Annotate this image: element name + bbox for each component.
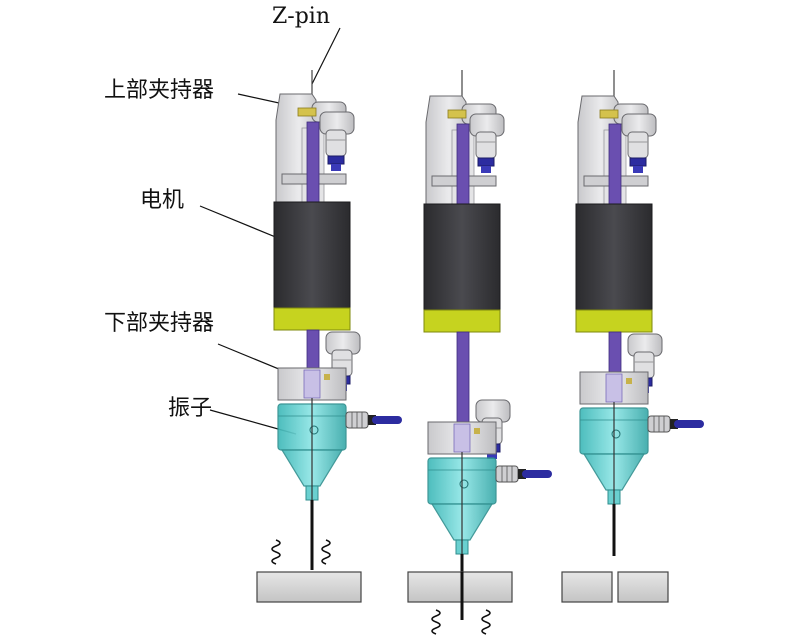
unit-2-spring-2 <box>481 609 491 635</box>
unit-1-workpiece-block <box>256 571 362 603</box>
unit-2-upper-rod <box>456 123 470 207</box>
unit-3-workpiece <box>561 571 669 603</box>
unit-3-lower-rod <box>608 331 622 373</box>
unit-1-spring-2 <box>321 539 331 565</box>
unit-1-upper-valve-nozzle <box>331 164 341 171</box>
unit-1-vibrator-gripper-slot <box>303 369 321 399</box>
unit-1-upper-valve-body <box>325 129 347 157</box>
unit-2 <box>407 70 552 635</box>
unit-2-lower-valve-nozzle <box>487 452 497 459</box>
unit-3 <box>561 70 704 603</box>
unit-1-vibrator <box>277 367 347 501</box>
unit-1-upper-rod <box>306 121 320 205</box>
label-zpin: Z-pin <box>272 4 331 29</box>
unit-1-motor-band <box>273 307 351 331</box>
unit-2-upper-valve-body <box>475 131 497 159</box>
unit-1-upper-clamp <box>297 107 317 117</box>
unit-2-upper-valve-nut <box>477 157 495 167</box>
unit-1-upper-valve <box>319 111 355 171</box>
unit-2-upper-clamp <box>447 109 467 119</box>
unit-2-spring-1 <box>431 609 441 635</box>
actuator-units <box>256 70 704 635</box>
unit-3-upper-valve-body <box>627 131 649 159</box>
unit-3-motor-body <box>575 203 653 311</box>
unit-3-upper-valve-nozzle <box>633 166 643 173</box>
unit-2-motor-band <box>423 309 501 333</box>
unit-1-spring-1 <box>271 539 281 565</box>
unit-2-upper-valve <box>469 113 505 173</box>
unit-3-upper-valve <box>621 113 657 173</box>
unit-2-workpiece <box>407 571 513 603</box>
unit-1-workpiece <box>256 571 362 603</box>
unit-1-spring-1 <box>271 539 281 565</box>
unit-1-vibrator-set-screw <box>324 374 330 380</box>
unit-3-vibrator-fitting <box>647 415 704 433</box>
unit-2-lower-rod <box>456 331 470 423</box>
label-vibrator: 振子 <box>168 396 213 421</box>
unit-3-vibrator-set-screw <box>626 378 632 384</box>
unit-1-vibrator-bolt <box>309 425 319 435</box>
unit-1 <box>256 70 402 603</box>
unit-1-vibrator-fitting <box>345 411 402 429</box>
unit-2-vibrator-set-screw <box>474 428 480 434</box>
unit-2-vibrator <box>427 421 497 555</box>
unit-2-spring-1 <box>431 609 441 635</box>
unit-2-vibrator-fitting <box>495 465 552 483</box>
label-lower-gripper: 下部夹持器 <box>104 311 215 336</box>
unit-1-lower-rod <box>306 329 320 369</box>
unit-3-upper-clamp <box>599 109 619 119</box>
unit-2-motor-body <box>423 203 501 311</box>
leader-zpin <box>311 27 341 85</box>
unit-3-workpiece-block-right <box>617 571 669 603</box>
unit-3-vibrator-bolt <box>611 429 621 439</box>
unit-2-workpiece-block <box>407 571 513 603</box>
unit-3-workpiece-block-left <box>561 571 613 603</box>
unit-2-vibrator-gripper-slot <box>453 423 471 453</box>
unit-1-upper-valve-nut <box>327 155 345 165</box>
unit-2-vibrator-bolt <box>459 479 469 489</box>
unit-1-spring-2 <box>321 539 331 565</box>
label-motor: 电机 <box>140 188 185 213</box>
label-upper-gripper: 上部夹持器 <box>104 78 215 103</box>
unit-2-spring-2 <box>481 609 491 635</box>
unit-3-vibrator <box>579 371 649 505</box>
unit-3-upper-valve-nut <box>629 157 647 167</box>
unit-3-motor-band <box>575 309 653 333</box>
unit-2-upper-valve-nozzle <box>481 166 491 173</box>
unit-1-motor-body <box>273 201 351 309</box>
unit-3-vibrator-gripper-slot <box>605 373 623 403</box>
unit-3-upper-rod <box>608 123 622 207</box>
